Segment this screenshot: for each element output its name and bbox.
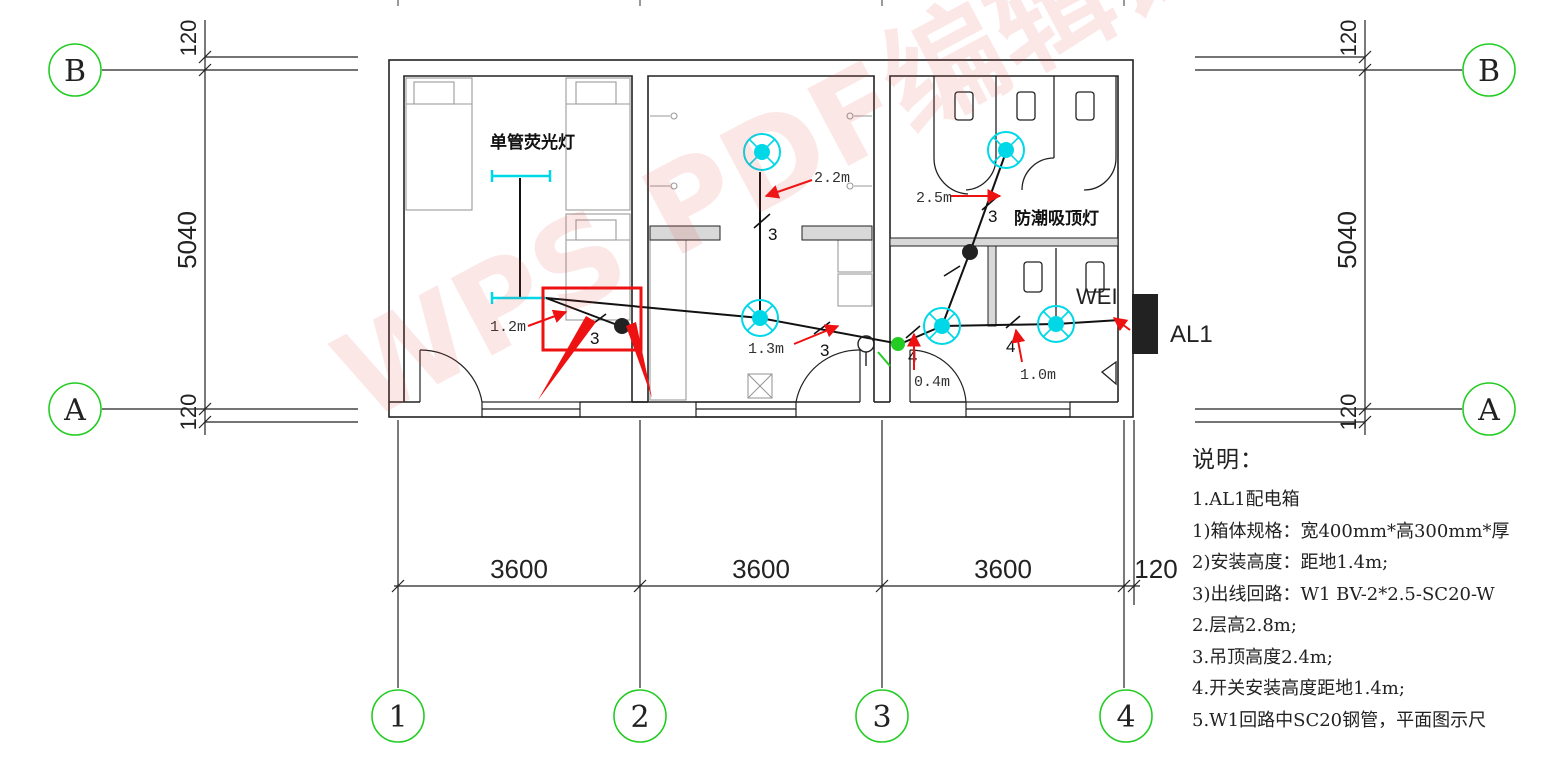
note-line: 2.层高2.8m; bbox=[1192, 615, 1297, 636]
horizontal-dimension-texts: 3600 3600 3600 120 bbox=[490, 554, 1178, 584]
moisture-proof-lamp-icon bbox=[1037, 305, 1075, 343]
height-labels: 2.2m 2.5m 1.2m 1.3m 0.4m 1.0m bbox=[490, 170, 1056, 391]
counters bbox=[649, 225, 1119, 327]
doors bbox=[419, 349, 967, 403]
grid-label-a-right: A bbox=[1477, 393, 1500, 428]
notes-title: 说明： bbox=[1192, 447, 1264, 473]
dim-top-right: 120 bbox=[1336, 20, 1361, 57]
wire-count: 4 bbox=[1006, 337, 1015, 356]
fluorescent-lamp-label: 单管荧光灯 bbox=[490, 132, 575, 153]
grid-label-a-left: A bbox=[63, 393, 86, 428]
grid-row-lines bbox=[102, 56, 1462, 423]
wire-ticks bbox=[589, 195, 1021, 339]
ceiling-lamp-icon bbox=[741, 299, 779, 337]
dim-bay-1: 3600 bbox=[490, 554, 548, 584]
windows bbox=[481, 401, 1071, 418]
grid-label-4: 4 bbox=[1116, 700, 1135, 735]
red-arrow-icon bbox=[538, 316, 596, 400]
wire-counts: 3 3 3 3 4 4 bbox=[590, 207, 1015, 366]
grid-label-b-left: B bbox=[64, 54, 86, 89]
moisture-proof-lamp-icon bbox=[923, 307, 961, 345]
height-label: 2.2m bbox=[814, 170, 850, 187]
notes-panel: 说明： 1.AL1配电箱 1)箱体规格：宽400mm*高300mm*厚 2)安装… bbox=[1192, 440, 1548, 736]
moisture-lamp-label: 防潮吸顶灯 bbox=[1014, 208, 1099, 229]
wire-count: 3 bbox=[768, 225, 777, 244]
height-label: 1.3m bbox=[748, 341, 784, 358]
dim-top-left: 120 bbox=[176, 20, 201, 57]
dim-bottom-right: 120 bbox=[1336, 394, 1361, 431]
switches bbox=[614, 244, 978, 367]
dim-bottom-left: 120 bbox=[176, 394, 201, 431]
distribution-panel-icon bbox=[1132, 294, 1158, 354]
height-label: 1.0m bbox=[1020, 367, 1056, 384]
dim-bay-2: 3600 bbox=[732, 554, 790, 584]
grid-label-b-right: B bbox=[1478, 54, 1500, 89]
note-line: 4.开关安装高度距地1.4m; bbox=[1192, 678, 1405, 699]
height-label: 0.4m bbox=[914, 374, 950, 391]
red-arrow-icon bbox=[626, 322, 652, 398]
dim-depth-right: 5040 bbox=[1332, 211, 1362, 269]
ceiling-lamp-icon bbox=[743, 133, 781, 171]
wire-count: 3 bbox=[820, 341, 829, 360]
red-annotations bbox=[527, 179, 1131, 370]
moisture-proof-lamp-icon bbox=[987, 131, 1025, 169]
height-label: 1.2m bbox=[490, 319, 526, 336]
circuit-label: WEI bbox=[1076, 284, 1118, 309]
top-cut-marks bbox=[397, 0, 1125, 6]
grid-label-2: 2 bbox=[630, 700, 649, 735]
note-line: 1.AL1配电箱 bbox=[1192, 489, 1300, 510]
height-label: 2.5m bbox=[916, 190, 952, 207]
dim-depth-left: 5040 bbox=[172, 211, 202, 269]
fluorescent-lamp-icon bbox=[490, 170, 552, 304]
switch-icon bbox=[891, 337, 905, 351]
grid-bubbles-rows: B A B A bbox=[48, 43, 1516, 436]
dim-bay-3: 3600 bbox=[974, 554, 1032, 584]
switch-icon bbox=[614, 318, 630, 334]
vertical-dimension-texts: 120 5040 120 120 5040 120 bbox=[172, 20, 1362, 431]
ceiling-lamps bbox=[741, 131, 1075, 345]
grid-column-lines bbox=[391, 420, 1141, 688]
dim-end-wall: 120 bbox=[1134, 554, 1177, 584]
toilet-stalls bbox=[933, 76, 1117, 386]
wire-count: 4 bbox=[908, 347, 917, 366]
switch-icon bbox=[962, 244, 978, 260]
grid-label-1: 1 bbox=[388, 700, 407, 735]
note-line: 3.吊顶高度2.4m; bbox=[1192, 646, 1333, 668]
grid-label-3: 3 bbox=[872, 700, 891, 735]
note-line: 2)安装高度：距地1.4m; bbox=[1192, 552, 1389, 573]
panel-label: AL1 bbox=[1170, 321, 1213, 348]
note-line: 1)箱体规格：宽400mm*高300mm*厚 bbox=[1192, 520, 1510, 542]
grid-bubbles-columns: 1 2 3 4 bbox=[371, 689, 1153, 743]
vertical-dimension-chains bbox=[198, 20, 1372, 435]
wire-count: 3 bbox=[590, 329, 599, 348]
wire-count: 3 bbox=[988, 207, 997, 226]
note-line: 5.W1回路中SC20钢管，平面图示尺 bbox=[1192, 709, 1487, 731]
note-line: 3)出线回路：W1 BV-2*2.5-SC20-W bbox=[1192, 583, 1495, 605]
